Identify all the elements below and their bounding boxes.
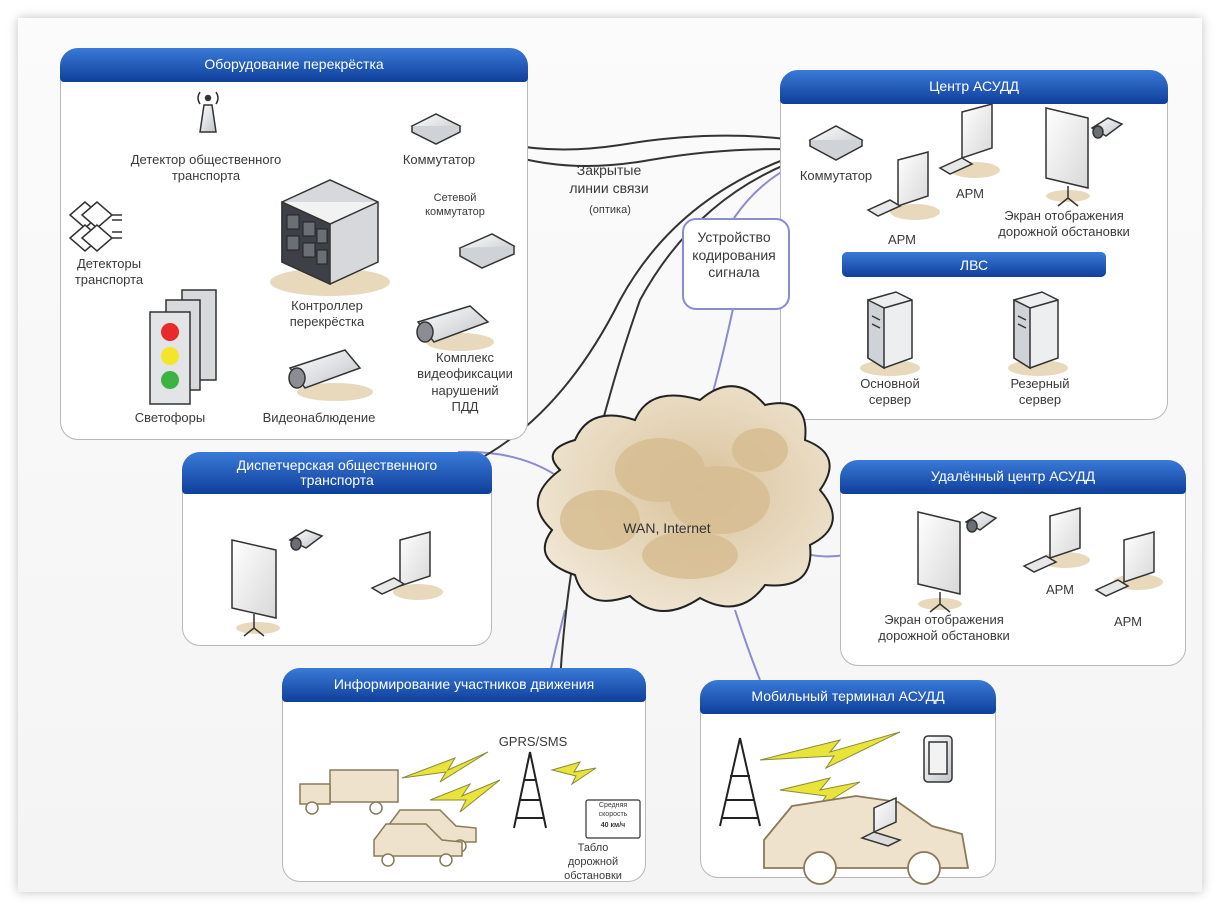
panel-dispatch-title: Диспетчерская общественного транспорта: [182, 452, 492, 494]
projection-screen-icon-remote: [917, 511, 998, 613]
monitor-icon-arm-top: [938, 103, 1000, 178]
truck-icon: [299, 769, 399, 815]
label-main-server: Основной сервер: [860, 376, 920, 408]
panel-dispatch: Диспетчерская общественного транспорта: [182, 452, 492, 646]
panel-mobile-title: Мобильный терминал АСУДД: [700, 680, 996, 714]
label-center-switch: Коммутатор: [799, 168, 873, 183]
violation-camera-icon: [416, 305, 494, 351]
monitor-icon-remote-1: [1022, 507, 1090, 573]
center-switch-icon: [808, 125, 864, 161]
monitor-icon-remote-2: [1094, 531, 1163, 597]
label-arm-bottom: АРМ: [887, 232, 917, 247]
lightning-icon-mobile: [759, 731, 901, 809]
fiber-4: [559, 153, 815, 683]
label-video-surveillance: Видеонаблюдение: [262, 410, 376, 425]
label-board: Табло дорожной обстановки: [564, 842, 622, 882]
label-board-sign-1: Средняя скорость: [598, 802, 628, 818]
label-board-sign-2: 40 км/ч: [600, 822, 626, 829]
label-remote-arm-1: АРМ: [1045, 582, 1075, 597]
link-mobile-cloud: [734, 609, 761, 681]
label-transit-detector: Детектор общественного транспорта: [130, 152, 282, 184]
camera-icon: [288, 349, 373, 401]
label-gprs: GPRS/SMS: [498, 734, 568, 749]
controller-cabinet-icon: [270, 179, 390, 296]
projection-screen-icon-dispatch: [231, 529, 324, 637]
panel-remote-title: Удалённый центр АСУДД: [840, 460, 1186, 494]
label-vehicle-detectors: Детекторы транспорта: [74, 256, 144, 288]
switch-icon: [410, 113, 462, 145]
monitor-icon-dispatch: [370, 531, 443, 600]
label-switch: Коммутатор: [402, 152, 476, 167]
label-violation-camera: Комплекс видеофиксации нарушений ПДД: [417, 350, 513, 414]
encoder-label: Устройство кодирования сигнала: [692, 229, 776, 280]
backup-server-icon: [1008, 291, 1068, 376]
vehicle-detector-icon: [68, 201, 122, 252]
car-icon-front: [373, 823, 463, 867]
label-optics: (оптика): [589, 204, 631, 216]
label-wan: WAN, Internet: [623, 520, 711, 536]
label-remote-screen: Экран отображения дорожной обстановки: [878, 612, 1010, 644]
label-center-screen: Экран отображения дорожной обстановки: [998, 208, 1130, 240]
label-controller: Контроллер перекрёстка: [289, 298, 365, 330]
network-switch-icon: [458, 233, 516, 269]
label-network-switch: Сетевой коммутатор: [425, 192, 485, 218]
panel-intersection-title: Оборудование перекрёстка: [60, 48, 528, 82]
monitor-icon-arm-bottom: [866, 151, 940, 220]
antenna-icon: [197, 91, 219, 133]
main-server-icon: [860, 291, 920, 376]
tablet-icon: [923, 735, 953, 783]
label-closed-lines: Закрытые линии связи: [569, 162, 649, 196]
panel-inform-title: Информирование участников движения: [282, 668, 646, 702]
lan-bar: ЛВС: [842, 252, 1106, 277]
encoder-box: [682, 218, 790, 310]
label-backup-server: Резерный сервер: [1010, 376, 1070, 408]
cell-tower-icon-mobile: [719, 737, 761, 827]
label-remote-arm-2: АРМ: [1113, 614, 1143, 629]
panel-center-title: Центр АСУДД: [780, 70, 1168, 104]
cell-tower-icon-inform: [513, 751, 547, 829]
label-arm-top: АРМ: [955, 186, 985, 201]
projection-screen-icon-center: [1045, 107, 1124, 207]
link-dispatch-cloud: [457, 450, 561, 479]
car-icon-mobile: [763, 795, 970, 885]
wan-cloud-icon: [536, 385, 834, 612]
laptop-icon: [859, 796, 903, 847]
lightning-icon-inform: [401, 751, 597, 813]
info-board-icon: [585, 799, 641, 839]
label-traffic-lights: Светофоры: [134, 410, 206, 425]
traffic-light-icon: [149, 289, 217, 405]
